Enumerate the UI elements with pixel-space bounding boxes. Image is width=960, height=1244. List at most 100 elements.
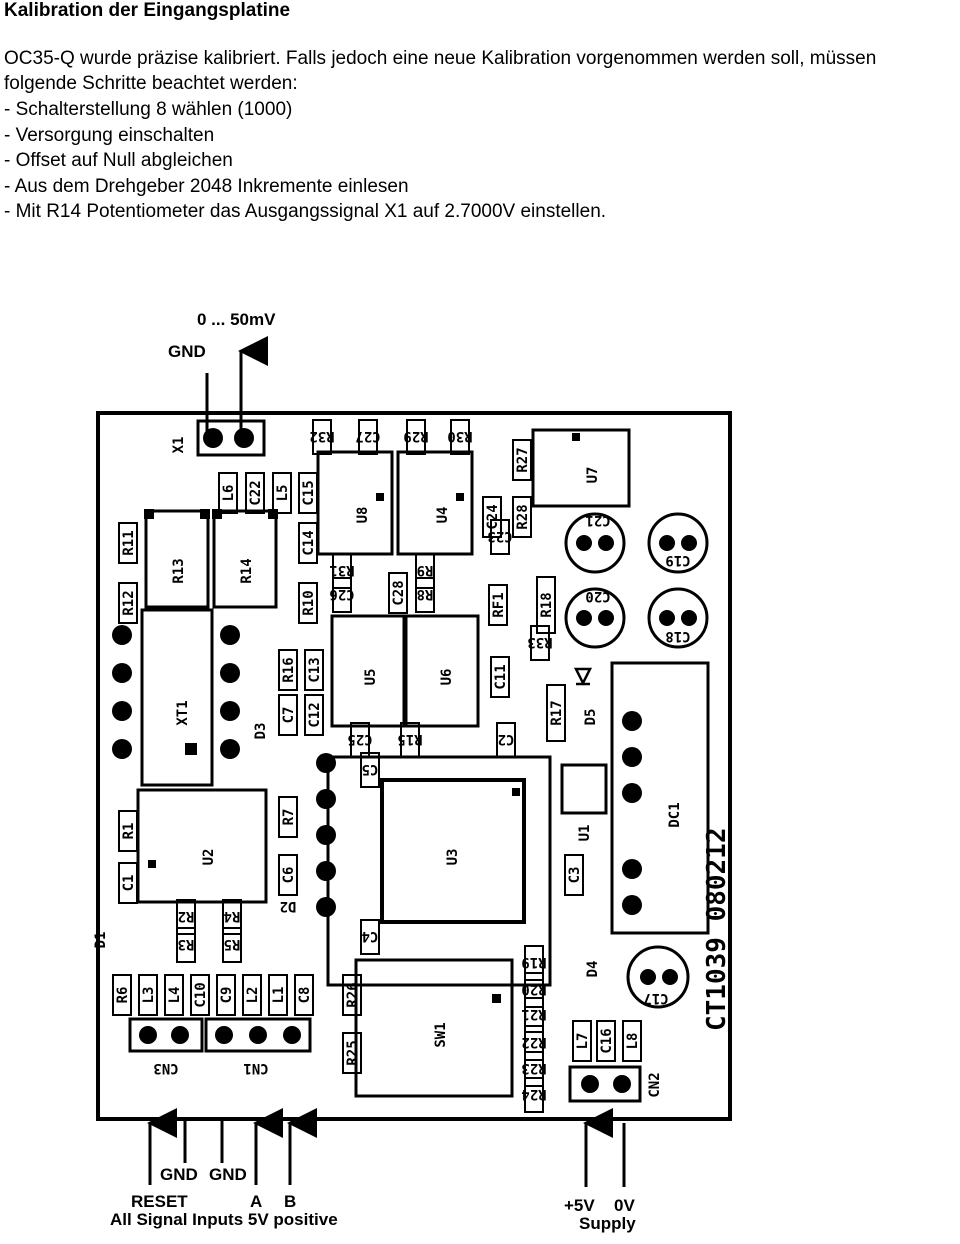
r32-component: R32 (309, 419, 335, 455)
r33-component: R33 (527, 625, 553, 661)
r25-label: R25 (345, 1040, 361, 1065)
document-title: Kalibration der Eingangsplatine (4, 0, 291, 21)
u7-component: U7 (585, 467, 601, 484)
c23-label: C23 (487, 528, 512, 544)
cn2-component: CN2 (647, 1072, 663, 1097)
component-outline (176, 899, 196, 935)
component-outline (332, 553, 352, 589)
pin-pad (622, 859, 642, 879)
sw1-switch (354, 958, 514, 1098)
r11-component: R11 (118, 522, 138, 564)
r18-component: R18 (536, 576, 556, 634)
r17-component: R17 (546, 684, 566, 742)
component-outline (268, 974, 288, 1016)
component-outline (218, 472, 238, 514)
d4-label: D4 (585, 961, 601, 978)
dc1-component: DC1 (667, 802, 683, 827)
cn1-component: CN1 (243, 1060, 268, 1076)
r27-component: R27 (512, 439, 532, 481)
dc1-label: DC1 (667, 802, 683, 827)
d5-label: D5 (583, 709, 599, 726)
r7-component: R7 (278, 796, 298, 838)
r3-component: R3 (176, 927, 196, 963)
component-outline (564, 854, 584, 896)
component-outline (118, 862, 138, 904)
r4-component: R4 (222, 899, 242, 935)
c3-component: C3 (564, 854, 584, 896)
c21-component: C21 (585, 512, 610, 528)
component-outline (190, 974, 210, 1016)
component-outline (488, 584, 508, 626)
c4-label: C4 (362, 928, 379, 944)
d2-label: D2 (280, 898, 297, 914)
r12-component: R12 (118, 582, 138, 624)
component-outline (304, 694, 324, 736)
r8-component: R8 (415, 577, 435, 613)
u4-component: U4 (435, 507, 451, 524)
c6-label: C6 (281, 867, 297, 884)
component-outline (450, 419, 470, 455)
c17-component: C17 (643, 990, 668, 1006)
u8-component: U8 (355, 507, 371, 524)
r22-label: R22 (521, 1034, 546, 1050)
output-gnd-label: GND (168, 342, 206, 361)
r33-label: R33 (527, 634, 552, 650)
r5-component: R5 (222, 927, 242, 963)
signal-range-label: 0 ... 50mV (197, 310, 276, 329)
l6-component: L6 (218, 472, 238, 514)
supply-label: Supply (579, 1214, 636, 1233)
component-outline (118, 582, 138, 624)
r28-label: R28 (515, 504, 531, 529)
c25-label: C25 (347, 731, 372, 747)
cn3-label: CN3 (153, 1060, 178, 1076)
component-outline (536, 576, 556, 634)
plus5v-label: +5V (564, 1196, 595, 1215)
component-outline (176, 927, 196, 963)
r15-component: R15 (397, 722, 423, 758)
l4-component: L4 (164, 974, 184, 1016)
pin-pad (316, 789, 336, 809)
all-inputs-label: All Signal Inputs 5V positive (110, 1210, 338, 1229)
l8-label: L8 (625, 1033, 641, 1050)
cn3-component: CN3 (153, 1060, 178, 1076)
d5-diode-icon (573, 667, 593, 686)
r27-label: R27 (515, 447, 531, 472)
c9-label: C9 (219, 987, 235, 1004)
r8-label: R8 (417, 586, 434, 602)
pin-pad (316, 825, 336, 845)
c21-capacitor (564, 512, 626, 574)
u5-component: U5 (363, 669, 379, 686)
c27-component: C27 (355, 419, 381, 455)
cn2-connector (568, 1065, 642, 1103)
x1-component: X1 (171, 437, 187, 454)
pin-pad (622, 711, 642, 731)
l1-component: L1 (268, 974, 288, 1016)
step-item: Versorgung einschalten (4, 123, 606, 149)
component-outline (512, 496, 532, 538)
d2-component: D2 (280, 898, 297, 914)
c18-capacitor (647, 587, 709, 649)
r1-component: R1 (118, 810, 138, 852)
r9-label: R9 (417, 562, 434, 578)
l5-label: L5 (275, 485, 291, 502)
r29-label: R29 (403, 428, 428, 444)
pcb-svg: 0 ... 50mV GND (93, 310, 732, 1233)
c6-component: C6 (278, 854, 298, 896)
r5-label: R5 (224, 936, 241, 952)
a-label: A (250, 1192, 262, 1211)
component-outline (312, 419, 332, 455)
r30-component: R30 (447, 419, 473, 455)
c13-component: C13 (304, 649, 324, 691)
calibration-steps: Schalterstellung 8 wählen (1000) Versorg… (4, 97, 606, 225)
r4-label: R4 (224, 908, 241, 924)
c18-component: C18 (665, 628, 690, 644)
r16-label: R16 (281, 657, 297, 682)
component-outline (278, 649, 298, 691)
c23-component: C23 (487, 519, 513, 555)
component-outline (415, 577, 435, 613)
d1-component: D1 (93, 932, 109, 949)
l7-label: L7 (575, 1033, 591, 1050)
pin-pad (622, 747, 642, 767)
component-outline (400, 722, 420, 758)
r1-label: R1 (121, 823, 137, 840)
